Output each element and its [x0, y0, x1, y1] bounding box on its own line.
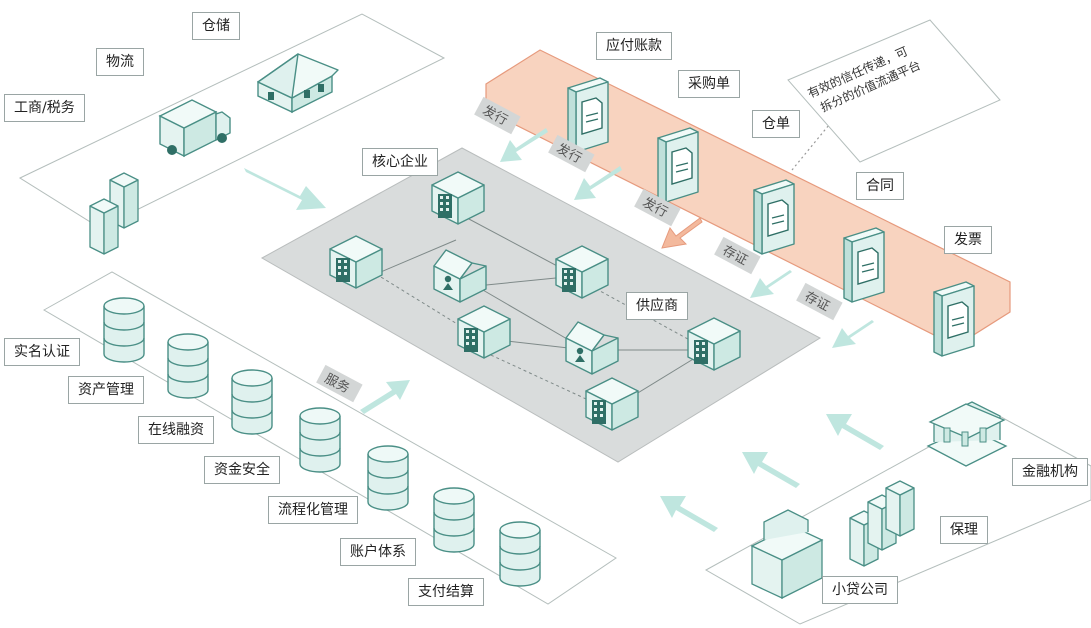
- service-label-financing: 在线融资: [138, 416, 214, 444]
- finance-institution-label: 金融机构: [1012, 458, 1088, 486]
- purchase-order-label: 采购单: [678, 70, 740, 98]
- logistics-truck-icon: [158, 99, 231, 158]
- receipt-doc-icon: [753, 179, 795, 255]
- service-label-process: 流程化管理: [268, 496, 358, 524]
- issue-arrows: [500, 128, 703, 249]
- tax-label: 工商/税务: [4, 94, 85, 122]
- database-icon: [103, 297, 145, 363]
- bank-icon: [926, 401, 1008, 467]
- database-icon: [167, 333, 209, 399]
- contract-label: 合同: [856, 172, 904, 200]
- payable-doc-icon: [567, 77, 609, 153]
- logistics-label: 物流: [96, 48, 144, 76]
- service-label-account: 账户体系: [340, 538, 416, 566]
- database-icon: [299, 407, 341, 473]
- store-arrows: [750, 270, 874, 348]
- invoice-label: 发票: [944, 226, 992, 254]
- database-icon: [231, 369, 273, 435]
- finance-arrows: [660, 414, 884, 532]
- service-label-settlement: 支付结算: [408, 578, 484, 606]
- database-icon: [433, 487, 475, 553]
- core-platform: [260, 147, 822, 463]
- payable-label: 应付账款: [596, 32, 672, 60]
- service-label-realname: 实名认证: [4, 338, 80, 366]
- database-icon: [499, 521, 541, 587]
- services-arrow: [360, 380, 410, 414]
- microloan-label: 小贷公司: [822, 576, 898, 604]
- warehouse-receipt-label: 仓单: [752, 110, 800, 138]
- contract-doc-icon: [843, 227, 885, 303]
- warehouse-label: 仓储: [192, 12, 240, 40]
- factoring-label: 保理: [940, 516, 988, 544]
- purchase-doc-icon: [657, 127, 699, 203]
- warehouse-house-icon: [257, 53, 339, 114]
- top-left-arrow: [244, 168, 326, 210]
- core-enterprise-label: 核心企业: [362, 148, 438, 176]
- database-icon: [367, 445, 409, 511]
- service-label-assets: 资产管理: [68, 376, 144, 404]
- note-box: [787, 19, 1001, 163]
- microloan-building-icon: [750, 509, 824, 600]
- flow-tag: 存证: [796, 282, 843, 321]
- invoice-doc-icon: [933, 281, 975, 357]
- service-label-security: 资金安全: [204, 456, 280, 484]
- supplier-label: 供应商: [626, 292, 688, 320]
